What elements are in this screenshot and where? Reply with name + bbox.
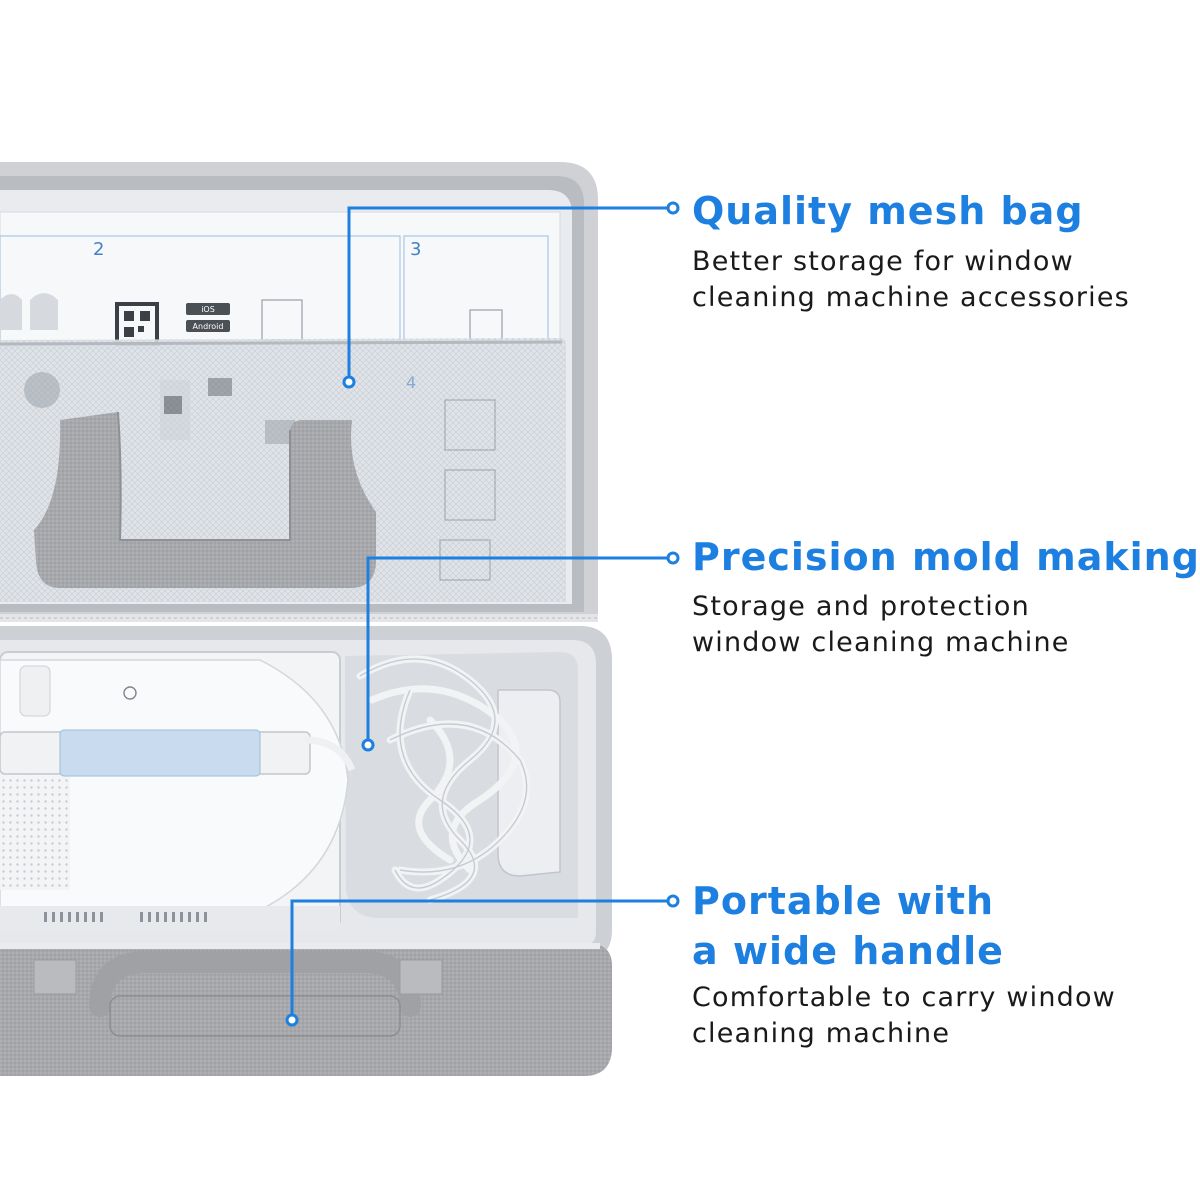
manual-label-ios: iOS — [201, 305, 215, 314]
feature-desc-line: Storage and protection — [692, 591, 1030, 622]
feature-desc-handle: Comfortable to carry window cleaning mac… — [692, 980, 1116, 1052]
manual-label-android: Android — [193, 322, 224, 331]
callout-handle — [285, 894, 680, 1027]
feature-title-handle: Portable with a wide handle — [692, 876, 1004, 976]
feature-title-line: Precision mold making — [692, 535, 1200, 579]
case-lid: iOS Android 2 3 4 — [0, 162, 598, 622]
manual-step-3: 3 — [410, 239, 421, 260]
feature-title-line: Portable with — [692, 879, 995, 923]
feature-desc-mold-making: Storage and protection window cleaning m… — [692, 589, 1070, 661]
callout-mesh-bag — [342, 201, 680, 389]
feature-title-mold-making: Precision mold making — [692, 532, 1200, 582]
feature-desc-line: cleaning machine accessories — [692, 281, 1130, 313]
feature-desc-mesh-bag: Better storage for window cleaning machi… — [692, 244, 1130, 316]
feature-desc-line: Comfortable to carry window — [692, 982, 1116, 1013]
manual-step-2: 2 — [93, 239, 104, 260]
manual-step-4: 4 — [406, 373, 416, 392]
feature-desc-line: window cleaning machine — [692, 626, 1070, 658]
feature-desc-line: cleaning machine — [692, 1017, 951, 1049]
feature-title-mesh-bag: Quality mesh bag — [692, 186, 1084, 236]
feature-title-line: Quality mesh bag — [692, 189, 1084, 233]
callout-mold-making — [361, 551, 680, 752]
case-handle — [33, 951, 443, 1037]
feature-title-line: a wide handle — [692, 929, 1004, 974]
feature-desc-line: Better storage for window — [692, 246, 1074, 277]
case-base — [0, 626, 612, 1076]
